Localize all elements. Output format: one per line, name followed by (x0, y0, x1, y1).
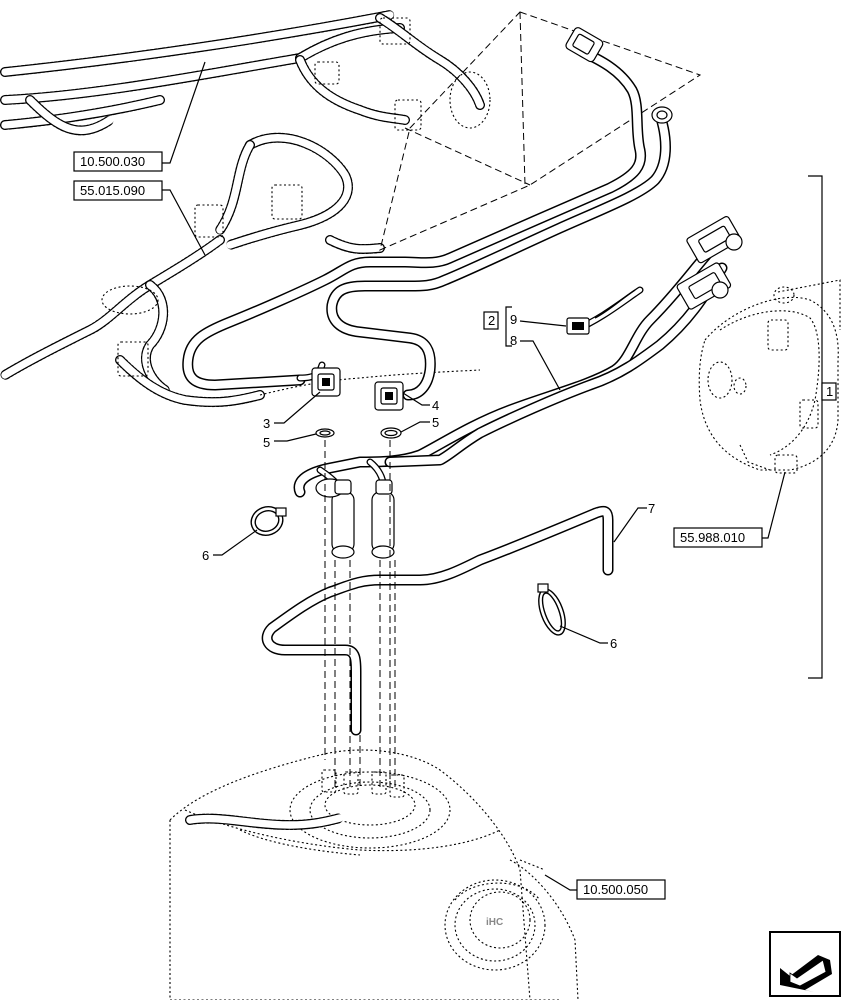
rod-item-7 (261, 505, 614, 736)
background-harness (0, 10, 491, 408)
callout-6-right: 6 (610, 636, 617, 651)
svg-text:55.988.010: 55.988.010 (680, 530, 745, 545)
callout-4: 4 (432, 398, 439, 413)
callout-2-box: 2 (483, 311, 499, 330)
nav-arrow-icon[interactable] (769, 931, 841, 997)
callout-7: 7 (648, 501, 655, 516)
svg-text:55.015.090: 55.015.090 (80, 183, 145, 198)
callout-6-left: 6 (202, 548, 209, 563)
svg-text:1: 1 (826, 384, 833, 399)
callout-9: 9 (510, 312, 517, 327)
svg-text:10.500.050: 10.500.050 (583, 882, 648, 897)
clamp-left (250, 506, 287, 536)
cap-logo: iHC (486, 917, 503, 928)
callout-3: 3 (263, 416, 270, 431)
ref-55-988-010[interactable]: 55.988.010 (673, 527, 763, 548)
callout-1-box: 1 (821, 382, 837, 401)
valve-block-unit (698, 279, 841, 474)
callout-5-right: 5 (432, 415, 439, 430)
main-harness (182, 27, 743, 559)
clamp-right (537, 583, 566, 636)
projection-lines (379, 11, 702, 251)
ref-10-500-050[interactable]: 10.500.050 (576, 879, 666, 900)
svg-text:10.500.030: 10.500.030 (80, 154, 145, 169)
callout-5-left: 5 (263, 435, 270, 450)
ref-10-500-030[interactable]: 10.500.030 (73, 151, 163, 172)
callout-8: 8 (510, 333, 517, 348)
assembly-center-lines (324, 440, 396, 790)
ref-55-015-090[interactable]: 55.015.090 (73, 180, 163, 201)
fuel-tank: iHC (169, 749, 579, 1000)
svg-text:2: 2 (488, 313, 495, 328)
